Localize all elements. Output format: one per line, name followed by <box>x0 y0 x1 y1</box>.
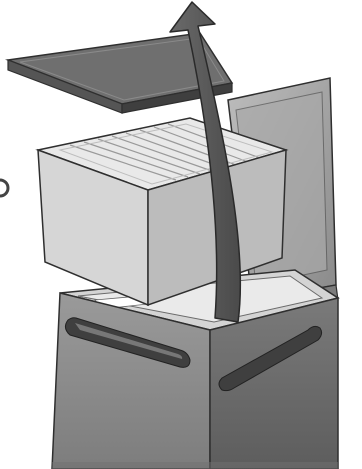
side-handle-left <box>64 317 191 368</box>
side-handle-right <box>218 325 323 392</box>
lid <box>5 32 234 114</box>
shipping-box-base <box>51 269 340 469</box>
lift-direction-arrow-icon <box>169 1 242 323</box>
cropped-circle-icon <box>0 178 10 198</box>
